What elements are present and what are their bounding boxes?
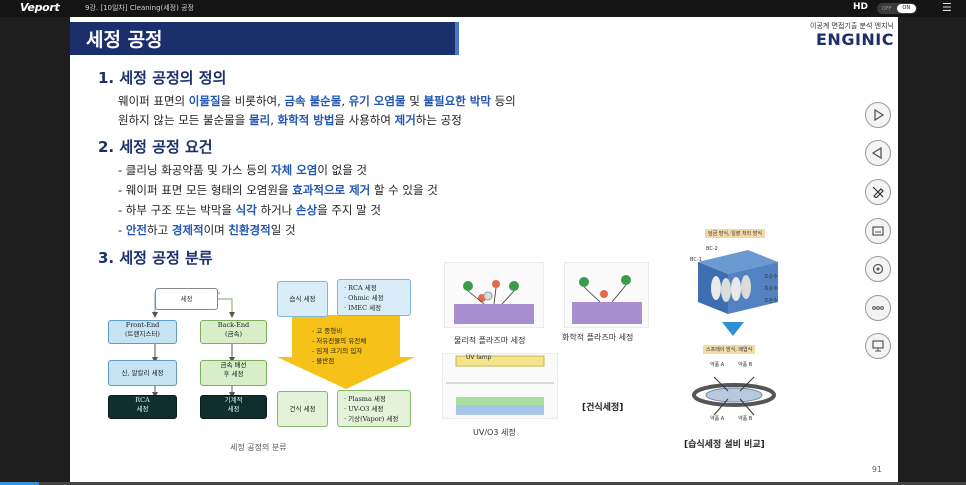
back-icon [872,147,882,159]
screen-icon [872,340,884,352]
front-sub-box: 신, 알칼리 세정 [108,360,177,386]
progress-fill [0,482,39,485]
dry-list-box: · Plasma 세정· UV-O3 세정· 기상(Vapor) 세정 [337,390,411,427]
pen-off-icon [872,186,884,198]
arrow-list: - 고 중형비- 저유전물의 유전체- 임계 크기의 입자- 물반점 [312,327,367,365]
app-logo: Veport [20,1,60,14]
uv-lamp-label: UV lamp [466,354,492,361]
spin-tag: 약품 B [738,362,753,368]
slide-title-banner: 세정 공정 [70,22,455,55]
toggle-off-label: OFF [881,5,892,12]
subtitle-icon [872,226,884,236]
back-button[interactable] [865,140,891,166]
slide-title: 세정 공정 [86,29,163,51]
banner-accent [455,22,459,55]
more-icon [872,306,884,310]
requirement-item: - 웨이퍼 표면 모든 형태의 오염원을 효과적으로 제거 할 수 있을 것 [118,183,438,197]
section3-heading: 3. 세정 공정 분류 [98,249,213,267]
uv-o3-caption: UV/O3 세정 [473,428,516,437]
uv-o3-diagram [442,353,558,419]
front-end-box: Front-End(트랜지스터) [108,320,177,344]
dry-box: 건식 세정 [277,391,328,427]
down-arrow [722,322,744,336]
batch-tag: BC-1 [690,257,702,263]
batch-tag: 초순수 [764,286,778,292]
settings-icon [872,263,884,275]
section1-line1: 웨이퍼 표면의 이물질을 비롯하여, 금속 불순물, 유기 오염물 및 불필요한… [118,94,516,108]
requirement-item: - 안전하고 경제적이며 친환경적일 것 [118,223,296,237]
pen-toggle-button[interactable] [865,179,891,205]
player-topbar: Veport 9강. [10일차] Cleaning(세정) 공정 HD OFF… [0,0,966,17]
spin-diagram [692,376,776,416]
chemical-plasma-caption: 화학적 플라즈마 세정 [562,333,634,342]
physical-plasma-caption: 물리적 플라즈마 세정 [454,336,526,345]
hd-toggle[interactable]: OFF ON [877,3,917,14]
hd-button[interactable]: HD [853,2,869,12]
lecture-title: 9강. [10일차] Cleaning(세정) 공정 [85,4,194,12]
play-button[interactable] [865,102,891,128]
section1-heading: 1. 세정 공정의 정의 [98,69,227,87]
toggle-on-label: ON [896,4,916,13]
dry-cleaning-caption: [건식세정] [582,403,624,413]
wet-cleaning-caption: [습식세정 설비 비교] [684,440,765,450]
chemical-plasma-diagram [564,262,649,328]
page-number: 91 [871,465,882,474]
back-end-box: Back-End(금속) [200,320,267,344]
transition-arrow [277,315,415,389]
batch-tag: 초순수 [764,298,778,304]
spin-tag: 약품 A [710,362,725,368]
menu-icon[interactable]: ☰ [942,1,952,14]
settings-button[interactable] [865,256,891,282]
wet-box: 습식 세정 [277,281,328,317]
play-icon [874,109,884,121]
section2-heading: 2. 세정 공정 요건 [98,138,213,156]
spin-tag: 약품 B [738,416,753,422]
brand-subtitle: 이공계 면접기출 분석 엔지닉 [810,22,894,30]
spin-tag: 약품 A [710,416,725,422]
batch-tag: 초순수 [764,274,778,280]
batch-label: 담금 방식, 일괄 처리 방식 [705,229,765,238]
subtitle-button[interactable] [865,218,891,244]
spin-label: 스프레이 방식, 매엽식 [703,345,756,354]
wet-list-box: · RCA 세정· Ohmic 세정· IMEC 세정 [337,279,411,316]
requirement-item: - 클리닝 화공약품 및 가스 등의 자체 오염이 없을 것 [118,163,368,177]
playback-progress[interactable] [0,482,966,485]
lecture-slide: 세정 공정 이공계 면접기출 분석 엔지닉 ENGINIC 1. 세정 공정의 … [70,17,898,484]
flow-caption: 세정 공정의 분류 [230,443,287,452]
more-button[interactable] [865,295,891,321]
flow-root-box: 세정 [155,288,218,310]
section1-line2: 원하지 않는 모든 불순물을 물리, 화학적 방법을 사용하여 제거하는 공정 [118,113,462,127]
batch-tag: BC-2 [706,246,718,252]
physical-plasma-diagram [444,262,544,328]
screen-button[interactable] [865,333,891,359]
requirement-item: - 하부 구조 또는 박막을 식각 하거나 손상을 주지 말 것 [118,203,381,217]
brand-logo: ENGINIC [816,30,894,49]
batch-tank-diagram [698,250,778,314]
